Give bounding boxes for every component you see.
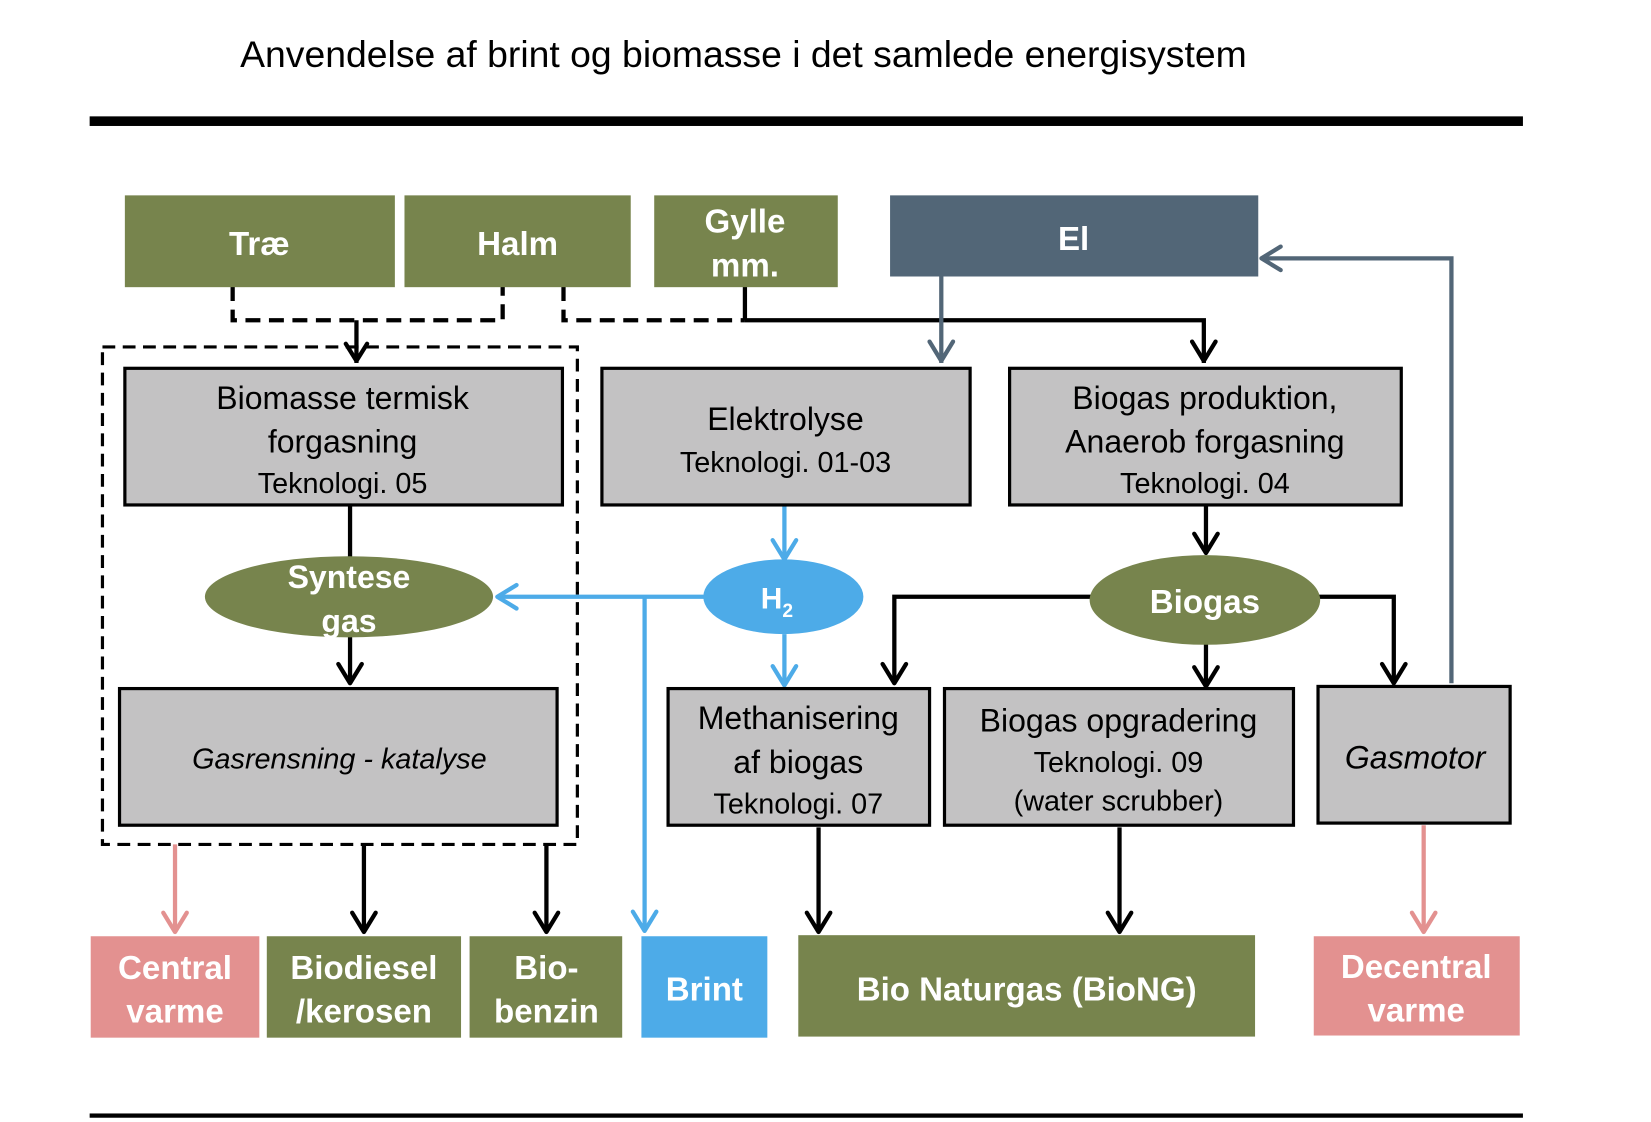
connector-h2-to-methanisering (770, 634, 799, 688)
output-biobenzin[interactable]: Bio- benzin (469, 936, 623, 1038)
input-halm-label: Halm (477, 226, 558, 263)
process-biogas-produktion[interactable]: Biogas produktion, Anaerob forgasning Te… (1007, 366, 1403, 507)
process-methanisering-line-1: Methanisering (698, 700, 899, 736)
output-biong[interactable]: Bio Naturgas (BioNG) (798, 935, 1256, 1037)
output-brint-label: Brint (666, 971, 743, 1008)
connector-halm-gylle-to-biogas (561, 286, 1218, 363)
process-gasrensning[interactable]: Gasrensning - katalyse (117, 686, 559, 827)
connector-thermal-to-outputs (161, 844, 561, 935)
input-gylle-label-2: mm. (711, 247, 779, 284)
top-rule (89, 116, 1523, 126)
process-termisk-forgasning[interactable]: Biomasse termisk forgasning Teknologi. 0… (123, 366, 565, 507)
output-decentral-varme-line-2: varme (1367, 993, 1464, 1030)
page-title: Anvendelse af brint og biomasse i det sa… (240, 33, 1247, 75)
process-elektrolyse-line-2: Teknologi. 01-03 (680, 447, 891, 479)
node-biogas-label: Biogas (1150, 584, 1260, 621)
input-halm[interactable]: Halm (404, 195, 631, 288)
connector-gasmotor-to-decentral (1409, 825, 1438, 935)
input-trae[interactable]: Træ (124, 195, 395, 288)
process-methanisering-line-2: af biogas (733, 744, 863, 780)
connector-el-to-elektrolyse (927, 276, 956, 363)
thermal-gasification-group (100, 345, 579, 847)
connector-to-biong (804, 827, 1134, 935)
process-gasmotor-label: Gasmotor (1345, 740, 1487, 776)
output-biobenzin-line-2: benzin (494, 994, 599, 1031)
output-biodiesel-line-2: /kerosen (296, 994, 432, 1031)
connector-gasmotor-to-el (1259, 244, 1454, 684)
process-gasrensning-label: Gasrensning - katalyse (192, 744, 486, 776)
output-biodiesel[interactable]: Biodiesel /kerosen (266, 936, 462, 1038)
output-central-varme-line-2: varme (126, 994, 223, 1031)
connector-biogasprod-to-biogas (1192, 506, 1220, 556)
input-trae-label: Træ (229, 226, 290, 263)
input-gylle-label-1: Gylle (704, 204, 785, 241)
connector-h2-to-syntesegas (495, 582, 707, 934)
process-termisk-line-1: Biomasse termisk (216, 380, 470, 416)
process-gasmotor[interactable]: Gasmotor (1316, 684, 1512, 825)
output-biobenzin-line-1: Bio- (514, 950, 578, 987)
process-opgradering-line-2: Teknologi. 09 (1034, 747, 1204, 779)
node-biogas[interactable]: Biogas (1089, 555, 1321, 645)
input-el-label: El (1058, 221, 1089, 258)
input-el[interactable]: El (890, 195, 1259, 277)
node-syntesegas[interactable]: Syntese gas (204, 556, 494, 639)
process-elektrolyse-line-1: Elektrolyse (707, 401, 864, 437)
process-biogas-prod-line-3: Teknologi. 04 (1120, 468, 1290, 500)
process-termisk-line-3: Teknologi. 05 (258, 468, 428, 500)
process-biogas-opgradering[interactable]: Biogas opgradering Teknologi. 09 (water … (942, 686, 1296, 827)
process-methanisering[interactable]: Methanisering af biogas Teknologi. 07 (666, 686, 932, 827)
node-h2-label: H2 (761, 583, 793, 623)
node-h2[interactable]: H2 (703, 559, 864, 635)
process-elektrolyse[interactable]: Elektrolyse Teknologi. 01-03 (600, 366, 972, 507)
output-decentral-varme-line-1: Decentral (1341, 949, 1492, 986)
process-biogas-prod-line-1: Biogas produktion, (1072, 380, 1337, 416)
output-central-varme-line-1: Central (118, 950, 232, 987)
process-methanisering-line-3: Teknologi. 07 (713, 788, 883, 820)
output-biodiesel-line-1: Biodiesel (290, 950, 437, 987)
connector-elektrolyse-to-h2 (770, 506, 799, 562)
node-syntesegas-line-1: Syntese (288, 559, 411, 595)
input-gylle[interactable]: Gylle mm. (654, 195, 838, 288)
node-syntesegas-line-2: gas (321, 603, 376, 639)
output-biong-label: Bio Naturgas (BioNG) (857, 971, 1197, 1008)
output-brint[interactable]: Brint (641, 936, 768, 1038)
bottom-rule (89, 1113, 1523, 1118)
process-opgradering-line-1: Biogas opgradering (980, 702, 1258, 738)
connector-biogas-outputs (880, 594, 1408, 689)
connector-trae-halm-to-termisk (230, 286, 505, 363)
output-central-varme[interactable]: Central varme (90, 936, 260, 1038)
process-biogas-prod-line-2: Anaerob forgasning (1065, 424, 1344, 460)
process-opgradering-line-3: (water scrubber) (1014, 785, 1224, 817)
output-decentral-varme[interactable]: Decentral varme (1313, 936, 1520, 1036)
process-termisk-line-2: forgasning (268, 424, 417, 460)
